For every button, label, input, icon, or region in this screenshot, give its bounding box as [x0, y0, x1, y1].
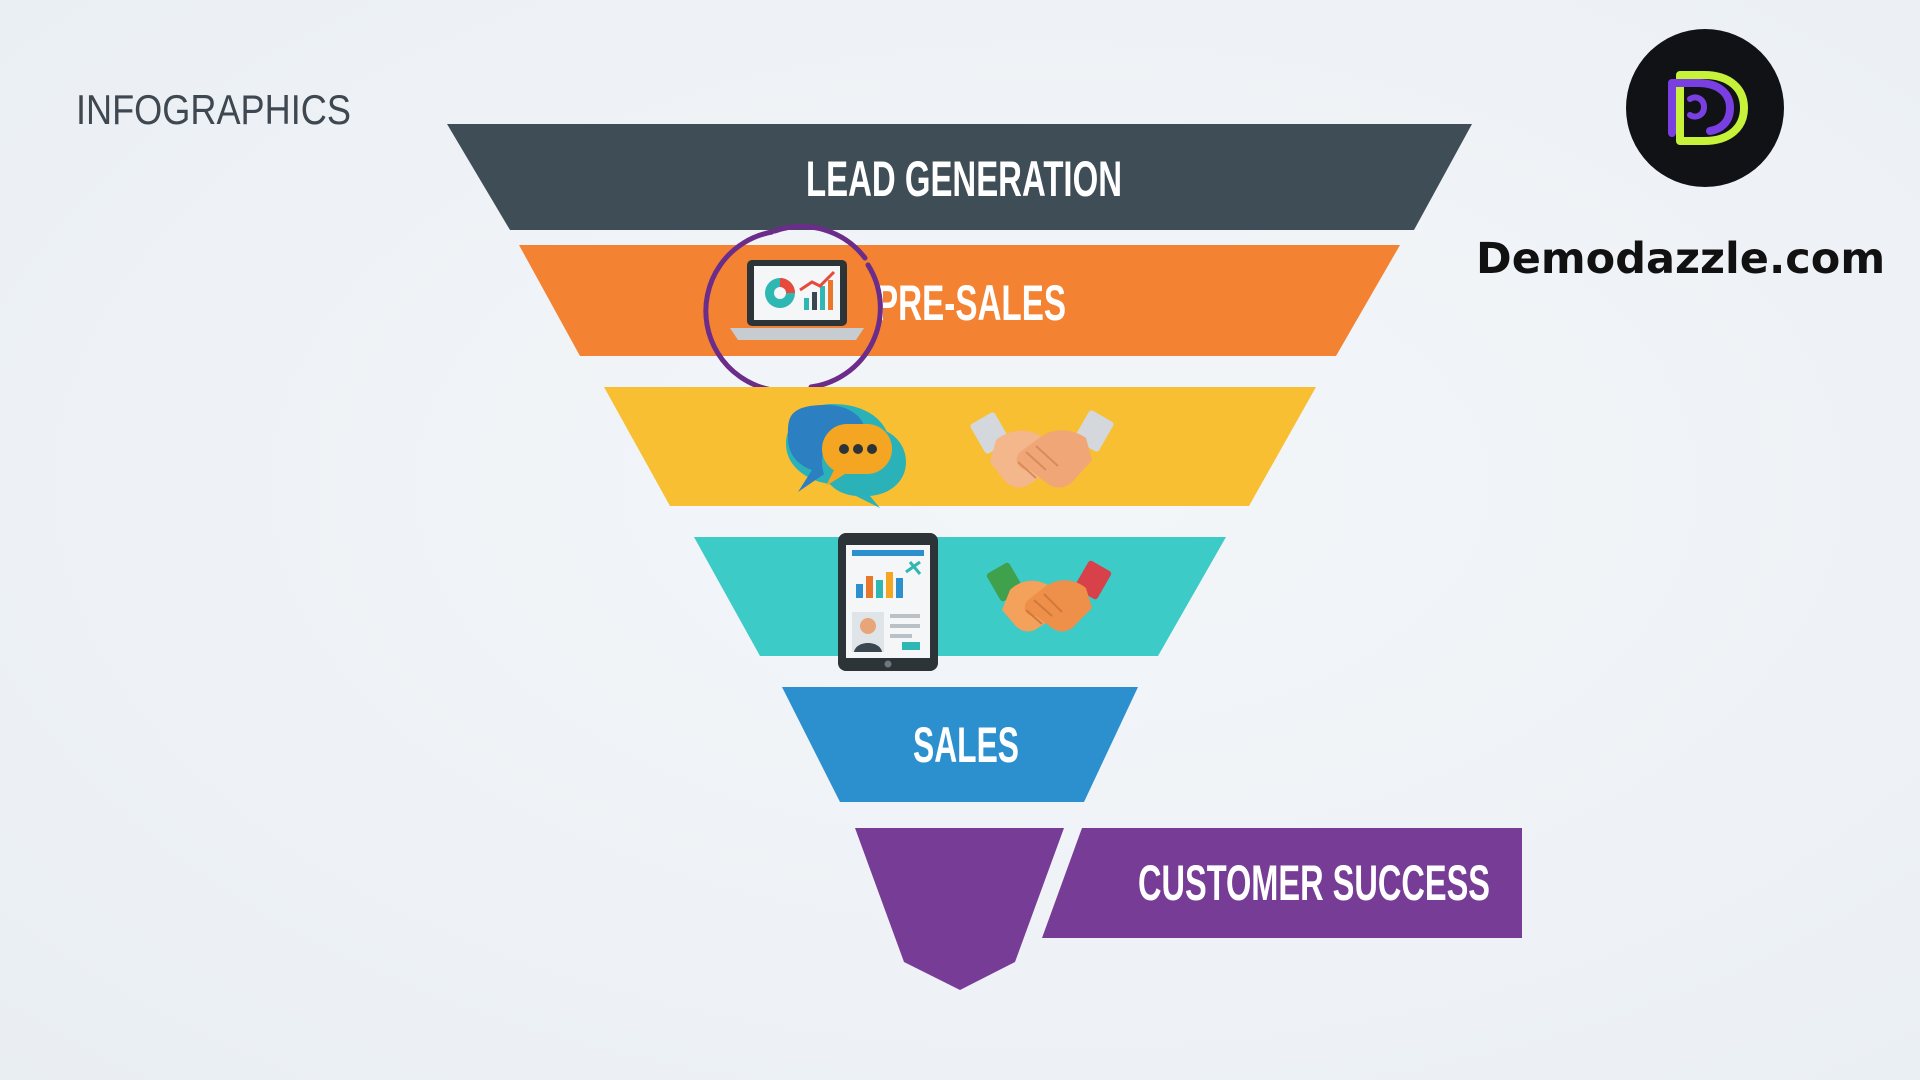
funnel-tier-lead-generation[interactable] [447, 124, 1472, 230]
tier-label-pre-sales: PRE-SALES [876, 275, 1066, 331]
demodazzle-d-logo-icon [1668, 71, 1748, 145]
brand-name[interactable]: Demodazzle.com [1476, 234, 1886, 284]
handshake-icon[interactable] [986, 560, 1113, 632]
funnel-tier-evaluation[interactable] [694, 537, 1226, 656]
tier-label-sales: SALES [913, 717, 1019, 773]
brand-logo[interactable] [1626, 29, 1784, 187]
tier-label-lead-generation: LEAD GENERATION [806, 151, 1122, 207]
funnel-tier-tip[interactable] [855, 828, 1064, 990]
chat-bubbles-icon[interactable] [786, 404, 906, 508]
tablet-dashboard-icon[interactable] [838, 533, 938, 671]
page-heading: INFOGRAPHICS [76, 86, 351, 133]
funnel-tier-sales[interactable] [782, 687, 1138, 802]
laptop-analytics-icon[interactable] [730, 260, 864, 340]
funnel-tier-engagement[interactable] [604, 387, 1316, 506]
customer-success-banner[interactable] [1042, 828, 1522, 938]
handshake-icon[interactable] [969, 409, 1114, 488]
banner-label-customer-success: CUSTOMER SUCCESS [1138, 855, 1490, 911]
